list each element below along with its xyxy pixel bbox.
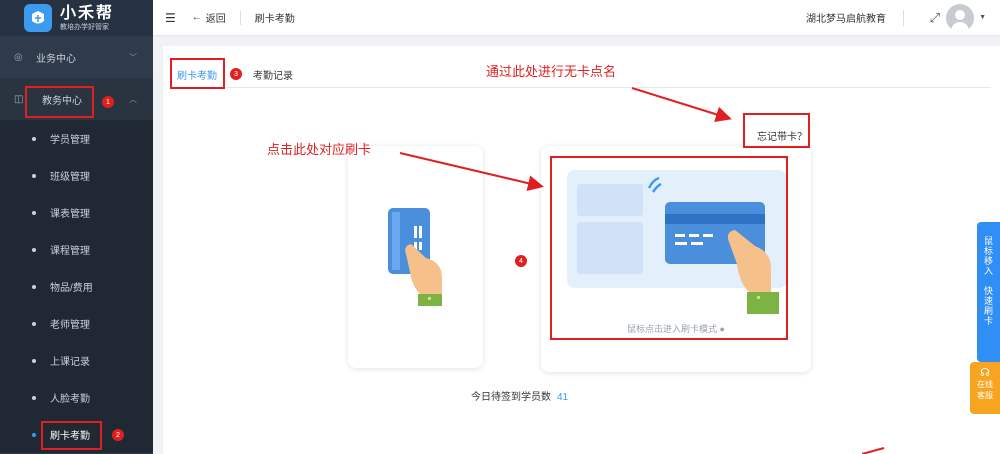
sidebar-item-label: 课表管理	[50, 209, 90, 220]
bullet-icon	[32, 358, 36, 363]
back-label: 返回	[205, 14, 226, 25]
brand-name: 小禾帮	[60, 4, 115, 22]
logo[interactable]: 小禾帮 教培办学好管家	[0, 0, 153, 36]
caret-down-icon[interactable]: ▼	[979, 14, 986, 21]
online-support-button[interactable]: ☊ 在线 客服	[970, 362, 1000, 414]
bullet-icon	[32, 432, 36, 437]
page-title: 刷卡考勤	[254, 14, 295, 25]
bullet-icon	[32, 321, 36, 326]
card-swipe-mode-panel[interactable]: 鼠标点击进入刷卡模式 ●	[541, 146, 811, 372]
divider	[239, 10, 241, 25]
bullet-icon	[32, 395, 36, 400]
submenu: 学员管理 班级管理 课表管理 课程管理 物品/费用 老师管理 上课记录 人脸考勤…	[0, 120, 153, 453]
sidebar-item-label: 学员管理	[50, 135, 90, 146]
chevron-down-icon: ﹀	[129, 52, 137, 62]
sidebar-item-class-records[interactable]: 上课记录	[0, 342, 153, 379]
hand-card-icon	[388, 208, 442, 306]
pending-count-label: 今日待签到学员数	[471, 392, 551, 403]
fullscreen-icon[interactable]: ⤢	[929, 9, 940, 25]
bullet-icon	[32, 284, 36, 289]
tab-card-attendance[interactable]: 刷卡考勤	[177, 71, 217, 82]
sidebar-item-classes[interactable]: 班级管理	[0, 157, 153, 194]
sidebar-item-courses[interactable]: 课程管理	[0, 231, 153, 268]
tab-attendance-records[interactable]: 考勤记录	[253, 71, 293, 82]
sidebar-item-label: 老师管理	[50, 320, 90, 331]
sidebar-item-schedule[interactable]: 课表管理	[0, 194, 153, 231]
annotation-note: 点击此处对应刷卡	[267, 142, 372, 157]
sidebar-item-goods-fees[interactable]: 物品/费用	[0, 268, 153, 305]
brand-tagline: 教培办学好管家	[60, 23, 109, 31]
sidebar-item-label: 人脸考勤	[50, 394, 90, 405]
pending-count-value: 41	[557, 392, 569, 403]
arrow-left-icon: ←	[191, 12, 202, 23]
sidebar: 小禾帮 教培办学好管家 ◎ 业务中心 ﹀ ◫ 教务中心 ︿ 学员管理 班级管理 …	[0, 0, 153, 454]
bullet-icon	[32, 173, 36, 178]
sidebar-item-face-attendance[interactable]: 人脸考勤	[0, 379, 153, 416]
card-reader-icon	[567, 170, 787, 314]
top-bar: ☰ ← 返回 刷卡考勤 湖北梦马启航教育 ⤢ ▼	[153, 0, 1000, 36]
main-panel: 刷卡考勤 考勤记录 忘记带卡？	[163, 46, 1000, 454]
divider	[903, 9, 904, 26]
headset-icon: ☊	[980, 367, 990, 379]
menu-toggle-icon[interactable]: ☰	[165, 10, 176, 25]
bullet-icon	[32, 136, 36, 141]
back-button[interactable]: ← 返回	[192, 10, 226, 25]
quick-swipe-tab[interactable]: 鼠标移入 快速刷卡	[977, 222, 1000, 362]
card-swipe-illustration[interactable]	[348, 146, 483, 368]
sidebar-item-label: 班级管理	[50, 172, 90, 183]
menu-group-label: 业务中心	[36, 53, 76, 65]
sidebar-item-label: 上课记录	[50, 357, 90, 368]
annotation-badge: 3	[230, 68, 242, 80]
annotation-note: 通过此处进行无卡点名	[486, 64, 617, 79]
avatar[interactable]	[946, 3, 974, 32]
menu-group-business[interactable]: ◎ 业务中心 ﹀	[0, 36, 153, 78]
school-name[interactable]: 湖北梦马启航教育	[806, 14, 886, 25]
annotation-badge: 2	[112, 429, 124, 441]
globe-icon: ◎	[14, 51, 23, 63]
card-mode-tip: 鼠标点击进入刷卡模式 ●	[627, 324, 725, 334]
forgot-card-link[interactable]: 忘记带卡？	[757, 132, 807, 143]
bullet-icon	[32, 210, 36, 215]
sidebar-item-card-attendance[interactable]: 刷卡考勤	[0, 416, 153, 453]
annotation-badge: 4	[515, 255, 527, 267]
sidebar-item-label: 刷卡考勤	[50, 431, 90, 442]
pending-count: 今日待签到学员数 41	[471, 388, 568, 403]
sidebar-item-label: 课程管理	[50, 246, 90, 257]
sidebar-item-teachers[interactable]: 老师管理	[0, 305, 153, 342]
sidebar-item-label: 物品/费用	[50, 283, 93, 294]
logo-icon	[24, 4, 52, 32]
menu-group-label: 教务中心	[42, 95, 82, 107]
book-icon: ◫	[14, 93, 24, 105]
tab-bar: 刷卡考勤 考勤记录	[171, 63, 991, 88]
annotation-badge: 1	[102, 96, 114, 108]
chevron-up-icon: ︿	[129, 94, 137, 104]
bullet-icon	[32, 247, 36, 252]
sidebar-item-students[interactable]: 学员管理	[0, 120, 153, 157]
